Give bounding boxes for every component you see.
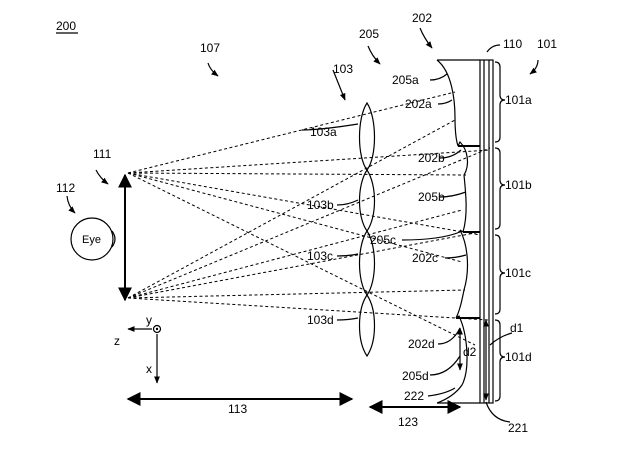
leader-103c	[336, 253, 359, 257]
eye-outline	[70, 217, 114, 261]
brace-101d	[494, 319, 506, 402]
leader-202	[419, 27, 433, 49]
surface-202c	[459, 229, 469, 291]
y-axis-symbol	[152, 324, 162, 334]
label-222: 222	[404, 389, 424, 403]
ray	[127, 289, 466, 299]
leader-202c	[444, 254, 467, 259]
eye-cornea	[111, 230, 116, 248]
lens-103d	[358, 293, 376, 358]
lens-array	[358, 101, 376, 358]
label-202c: 202c	[412, 251, 438, 265]
axis-z-label: z	[114, 334, 120, 348]
lens-103a	[358, 101, 376, 171]
leader-112	[66, 195, 76, 214]
optical-element-205	[436, 59, 480, 404]
eye: Eye	[70, 217, 116, 261]
leader-202a	[437, 99, 453, 105]
label-101: 101	[537, 37, 557, 51]
leader-205c	[401, 231, 461, 241]
leader-205	[367, 45, 381, 65]
ray	[127, 119, 456, 299]
axis-y-label: y	[146, 313, 152, 327]
label-113: 113	[228, 402, 247, 416]
label-110: 110	[503, 37, 522, 51]
label-d1: d1	[510, 321, 524, 335]
leader-103	[332, 69, 346, 101]
label-205b: 205b	[418, 190, 445, 204]
surface-202b	[457, 140, 469, 176]
label-103a: 103a	[310, 125, 337, 139]
ray	[127, 172, 463, 263]
leader-lines	[66, 27, 539, 423]
label-112: 112	[56, 181, 75, 195]
label-101b: 101b	[505, 178, 532, 192]
label-202b: 202b	[418, 151, 445, 165]
leader-222	[427, 387, 456, 397]
label-205a: 205a	[392, 73, 419, 87]
axis-x-label: x	[146, 362, 152, 376]
label-123: 123	[398, 415, 418, 429]
leader-107	[207, 62, 219, 77]
lens-103b	[358, 168, 376, 233]
leader-202d	[437, 327, 461, 345]
leader-205a	[429, 73, 448, 81]
label-107: 107	[200, 41, 220, 55]
label-101a: 101a	[505, 93, 532, 107]
leader-202b	[439, 149, 462, 159]
brace-101a	[494, 61, 506, 143]
surface-202a	[436, 59, 459, 147]
label-103: 103	[333, 62, 353, 76]
display-region-braces	[494, 61, 506, 402]
y-axis-dot	[155, 327, 159, 331]
label-101c: 101c	[505, 266, 531, 280]
ray	[127, 172, 476, 346]
label-205c: 205c	[370, 233, 396, 247]
leader-d1	[489, 332, 513, 346]
label-202d: 202d	[408, 337, 435, 351]
brace-101c	[494, 234, 506, 315]
surface-205c	[455, 289, 465, 319]
leader-101	[529, 59, 539, 75]
label-202: 202	[412, 11, 432, 25]
leader-110	[486, 44, 501, 53]
label-202a: 202a	[405, 97, 432, 111]
leader-111	[95, 169, 109, 185]
leader-205d	[429, 355, 461, 376]
label-101d: 101d	[505, 350, 532, 364]
brace-101b	[494, 147, 506, 230]
label-d2: d2	[463, 345, 477, 359]
label-221: 221	[508, 421, 528, 435]
ray	[127, 147, 491, 299]
reference-labels: 107 103 205 202 110 101 111 112 205a 202…	[56, 11, 557, 435]
ray	[127, 172, 467, 176]
ray-lines	[127, 91, 491, 346]
label-111: 111	[93, 147, 112, 161]
ray	[127, 91, 456, 174]
label-103c: 103c	[307, 249, 333, 263]
ray	[127, 209, 463, 299]
figure-number: 200	[56, 19, 76, 33]
leader-221	[485, 401, 511, 423]
surface-205b	[462, 174, 467, 233]
ray	[127, 172, 481, 236]
label-205d: 205d	[402, 369, 429, 383]
leader-103a	[301, 123, 359, 131]
ray	[127, 231, 481, 299]
leader-103b	[336, 199, 359, 206]
surface-202d	[436, 315, 468, 404]
leader-103d	[336, 317, 359, 321]
coordinate-axes: y z x	[114, 313, 162, 384]
leader-205b	[439, 191, 467, 198]
eye-label: Eye	[82, 234, 101, 246]
label-103d: 103d	[307, 313, 334, 327]
label-103b: 103b	[307, 198, 334, 212]
label-205: 205	[359, 27, 379, 41]
